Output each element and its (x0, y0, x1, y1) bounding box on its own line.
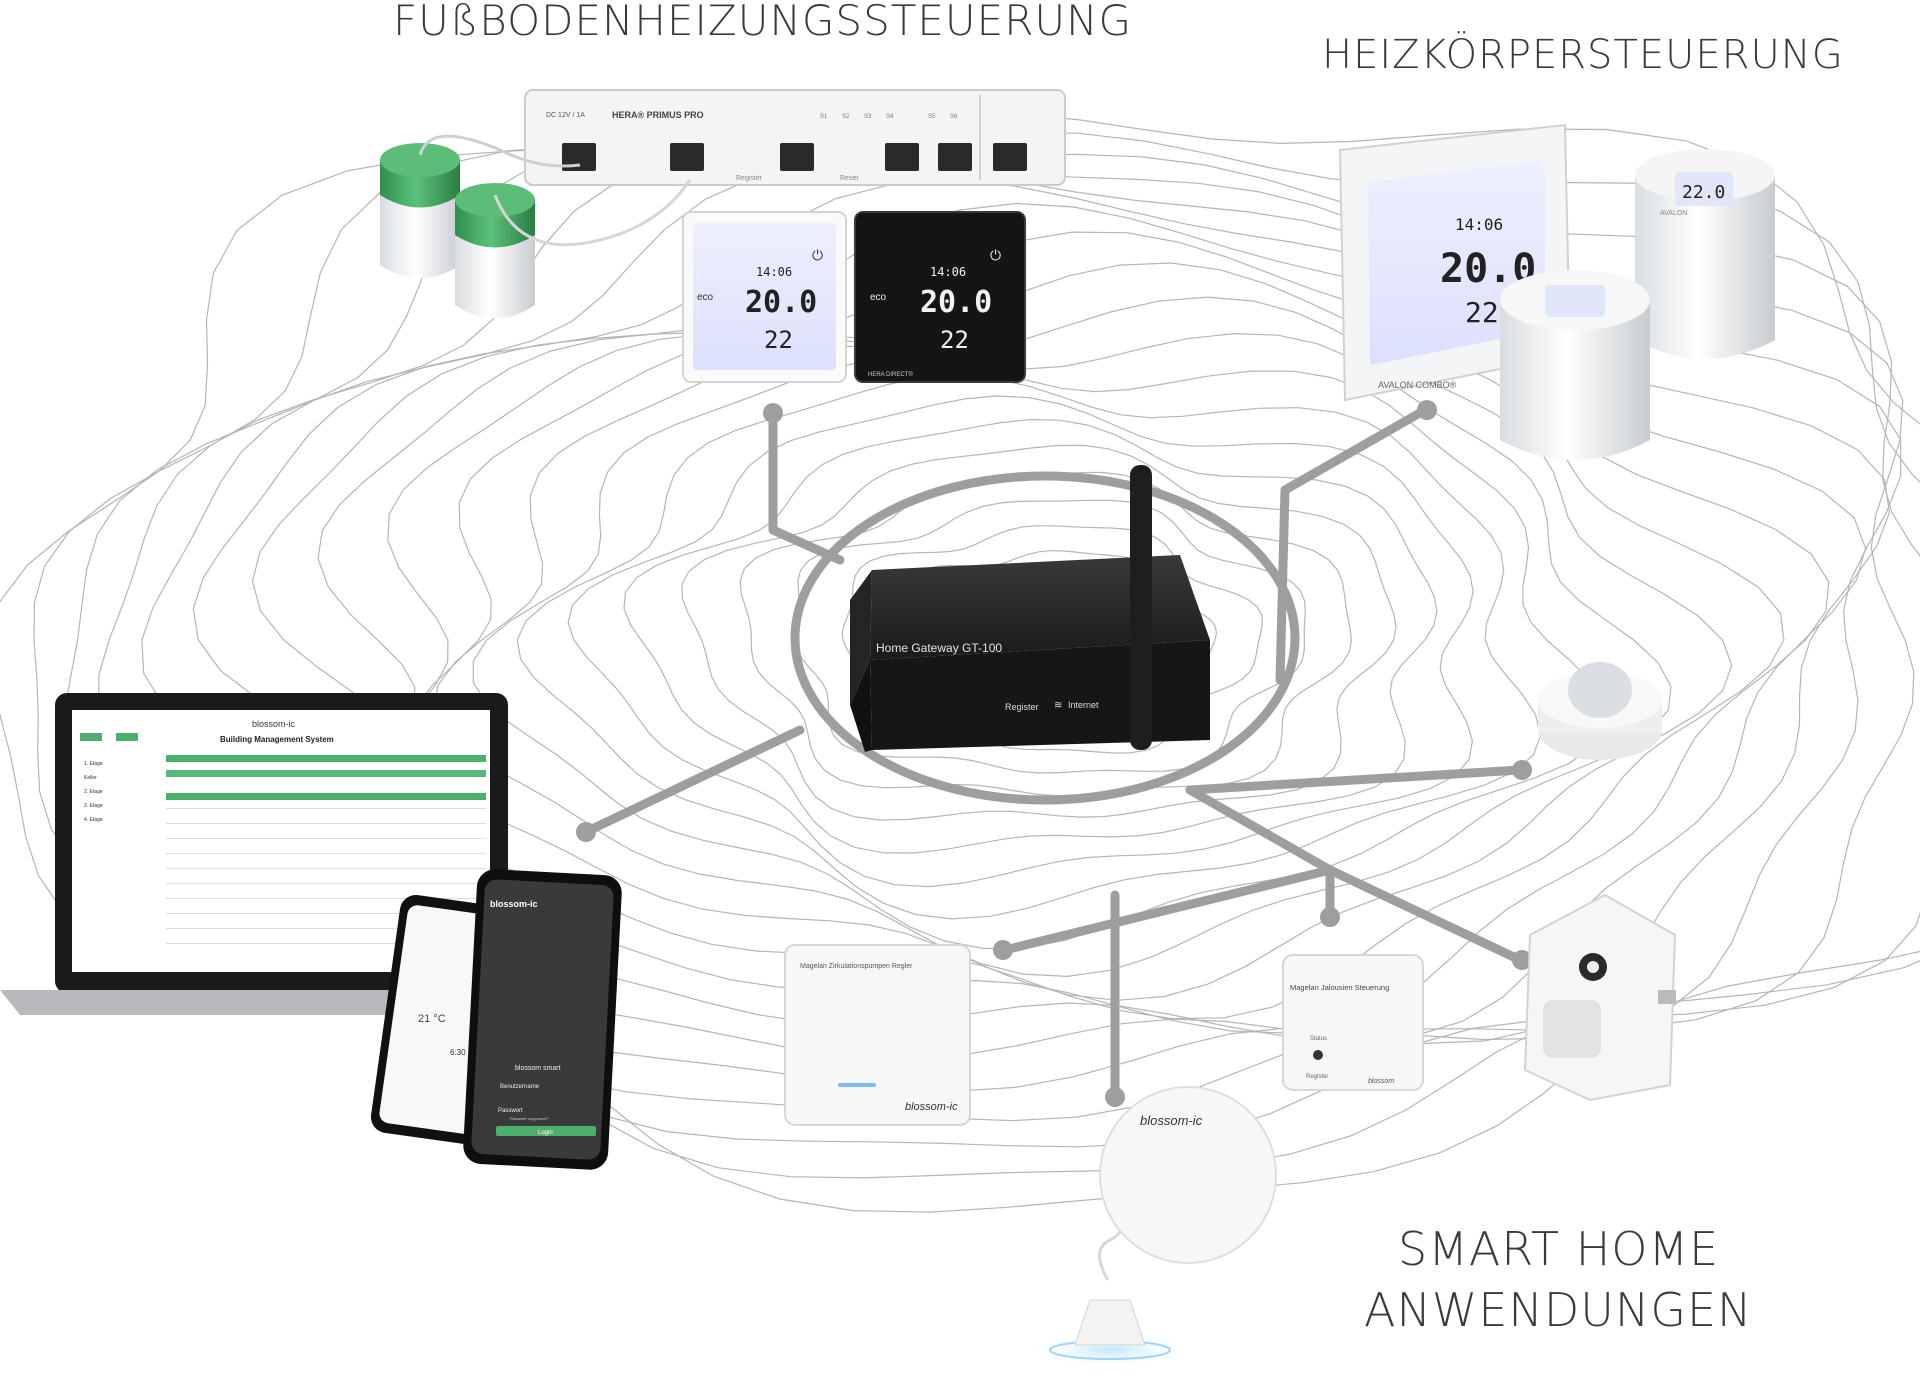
thermostat-eco: eco (697, 292, 714, 303)
pump-label: Magelan Zirkulationspumpen Regler (800, 963, 913, 970)
laptop-brand: blossom-ic (252, 719, 296, 729)
radiator-time: 14:06 (1455, 215, 1503, 234)
motion-sensor (1538, 662, 1662, 760)
valve-brand: AVALON (1660, 210, 1687, 217)
floor-sensors (380, 134, 692, 319)
hub-register-label: Register (1005, 702, 1039, 712)
black-thermostat-room-temp: 20.0 (920, 285, 992, 320)
phone-front: blossom-ic blossom smart Benutzername Pa… (463, 869, 622, 1170)
black-thermostat-model: HERA DIRECT® (868, 371, 913, 378)
sidebar-item[interactable]: 2. Etage (84, 789, 103, 795)
table-row (166, 943, 486, 944)
connection-lines (585, 405, 1525, 1100)
heading-applications: ANWENDUNGEN (1364, 1283, 1753, 1337)
smart-plug (1523, 893, 1677, 1102)
home-gateway: Home Gateway GT-100 Register Internet ≋ (850, 465, 1210, 752)
heading-radiator: HEIZKÖRPERSTEUERUNG (1322, 32, 1844, 78)
table-row (166, 853, 486, 854)
phone-forgot: Passwort vergessen? (510, 1116, 549, 1121)
hub-internet-label: Internet (1068, 700, 1099, 710)
phone-login-label: Login (538, 1130, 553, 1136)
hera-primus-controller: DC 12V / 1A HERA® PRIMUS PRO Register Re… (524, 89, 1066, 186)
pump-controller: Magelan Zirkulationspumpen Regler blosso… (784, 944, 971, 1126)
phone-username: Benutzername (500, 1084, 540, 1090)
valve-temp: 22.0 (1682, 182, 1725, 203)
radiator-valves: 22.0 AVALON (1500, 149, 1775, 460)
table-row (166, 928, 486, 929)
line-lower-network (1185, 785, 1525, 965)
line-radiator (1275, 405, 1430, 685)
thermostat-room-temp: 20.0 (745, 285, 817, 320)
table-row (166, 898, 486, 899)
controller-register: Register (736, 175, 763, 182)
radiator-set-temp: 22 (1465, 296, 1499, 329)
phone-brand: blossom-ic (490, 899, 538, 909)
wifi-icon: ≋ (1054, 700, 1062, 711)
black-thermostat-eco: eco (870, 292, 887, 303)
hub-ring (790, 471, 1300, 805)
phone-login-button[interactable] (496, 1126, 596, 1136)
thermostat-white: 14:06 20.0 22 eco ⏻ (682, 211, 847, 383)
blind-label: Magelan Jalousien Steuerung (1290, 983, 1389, 992)
controller-port-label: S3 (864, 114, 872, 120)
laptop-title: Building Management System (220, 735, 334, 744)
antenna (1130, 465, 1152, 750)
sidebar-item[interactable]: Keller (84, 775, 97, 781)
line-pump (1000, 865, 1335, 955)
phone-temp: 21 °C (418, 1013, 446, 1025)
controller-reset: Reset (840, 175, 858, 182)
blind-register: Register (1306, 1074, 1328, 1080)
heading-smart-home: SMART HOME (1398, 1222, 1720, 1276)
controller-port-label: S1 (820, 114, 828, 120)
sidebar-item[interactable]: 3. Etage (84, 803, 103, 809)
black-thermostat-time: 14:06 (930, 265, 966, 279)
black-thermostat-set-temp: 22 (940, 326, 969, 354)
phone-time: 6:30 (450, 1048, 466, 1057)
controller-port-label: S6 (950, 114, 958, 120)
phone-app: blossom smart (515, 1065, 561, 1072)
line-sensors (1185, 765, 1525, 795)
blind-status: Status (1310, 1036, 1327, 1042)
blind-brand: blossom (1368, 1078, 1394, 1085)
thermostat-time: 14:06 (756, 265, 792, 279)
radiator-model: AVALON COMBO® (1378, 380, 1457, 390)
black-power-icon: ⏻ (990, 247, 1001, 263)
table-row (166, 883, 486, 884)
table-row (166, 913, 486, 914)
table-row (166, 868, 486, 869)
sidebar-item[interactable]: 4. Etage (84, 817, 103, 823)
wave-contour (681, 444, 1397, 821)
pump-brand: blossom-ic (905, 1101, 958, 1113)
table-row (166, 823, 486, 824)
power-icon: ⏻ (812, 247, 823, 263)
wave-contour (516, 374, 1542, 920)
thermostat-set-temp: 22 (764, 326, 793, 354)
controller-model: HERA® PRIMUS PRO (612, 110, 704, 120)
leak-sensor: blossom-ic (1025, 1086, 1277, 1368)
line-laptop (585, 725, 805, 835)
table-row (166, 808, 486, 809)
wave-contour (841, 525, 1264, 754)
controller-port-label: S5 (928, 114, 936, 120)
heading-floor-heating: FUßBODENHEIZUNGSSTEUERUNG (393, 0, 1133, 45)
blind-controller: Magelan Jalousien Steuerung Status Regis… (1282, 954, 1424, 1091)
leak-sensor-brand: blossom-ic (1140, 1113, 1203, 1128)
line-floor-heating (768, 410, 845, 565)
sidebar-item[interactable]: 1. Etage (84, 761, 103, 767)
wave-contour (0, 111, 1920, 1213)
controller-port-label: S4 (886, 114, 894, 120)
thermostat-black: 14:06 20.0 22 eco HERA DIRECT® ⏻ (854, 211, 1026, 383)
controller-power: DC 12V / 1A (546, 112, 585, 119)
table-row (166, 838, 486, 839)
phone-password: Passwort (498, 1108, 523, 1114)
controller-port-label: S2 (842, 114, 850, 120)
connection-endpoints (576, 400, 1532, 1107)
wave-contour (567, 395, 1474, 888)
hub-model: Home Gateway GT-100 (876, 641, 1002, 655)
